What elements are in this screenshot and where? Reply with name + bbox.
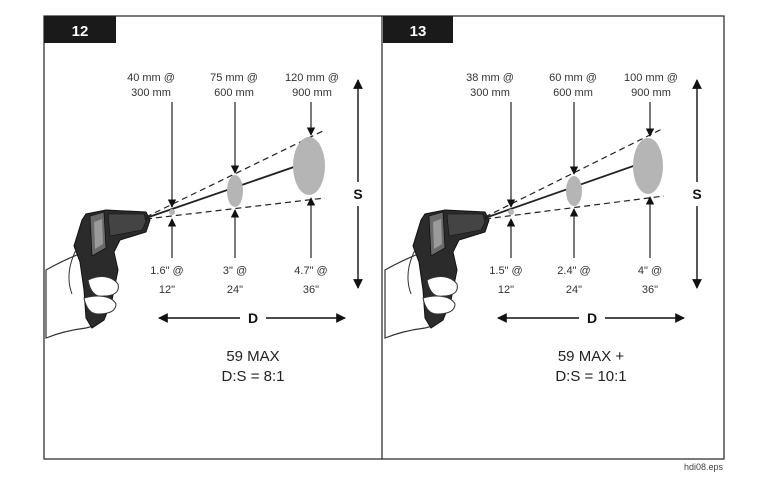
top-label-2-line1: 60 mm @ [549,72,597,84]
thermometer-illustration [384,209,490,339]
top-label-1-line2: 300 mm [470,87,510,99]
bottom-label-3-line2: 36" [303,284,319,296]
top-label-1-line1: 38 mm @ [466,72,514,84]
panel-number-badge [383,16,453,43]
spot-small [508,209,514,215]
top-label-3-line2: 900 mm [292,87,332,99]
bottom-label-1-line2: 12" [498,284,514,296]
beam-lower-edge [145,197,326,220]
bottom-label-1-line1: 1.5" @ [489,265,522,277]
panel-number-badge [44,16,116,43]
top-label-3-line2: 900 mm [631,87,671,99]
bottom-label-1-line2: 12" [159,284,175,296]
bottom-label-3-line1: 4.7" @ [294,265,327,277]
ds-ratio: D:S = 8:1 [222,368,285,385]
spot-medium [566,176,582,206]
file-reference: hdi08.eps [684,462,724,472]
panel-12: 12 40 mm @ 300 mm 75 mm @ 600 mm 120 mm … [44,16,363,385]
top-label-3-line1: 120 mm @ [285,72,339,84]
bottom-label-2-line1: 2.4" @ [557,265,590,277]
bottom-label-3-line1: 4" @ [638,265,662,277]
thermometer-illustration [45,209,151,339]
spot-size-label: S [692,186,701,202]
spot-small [169,209,175,215]
bottom-label-1-line1: 1.6" @ [150,265,183,277]
panel-number: 12 [72,23,89,40]
top-label-3-line1: 100 mm @ [624,72,678,84]
bottom-label-2-line1: 3" @ [223,265,247,277]
top-label-1-line1: 40 mm @ [127,72,175,84]
model-name: 59 MAX + [558,348,625,365]
top-label-1-line2: 300 mm [131,87,171,99]
panel-number: 13 [410,23,427,40]
distance-label: D [587,310,597,326]
panel-13: 13 38 mm @ 300 mm 60 mm @ 600 mm 100 mm … [383,16,702,385]
spot-size-label: S [353,186,362,202]
spot-large [633,138,663,194]
bottom-label-2-line2: 24" [566,284,582,296]
top-label-2-line2: 600 mm [553,87,593,99]
ds-ratio: D:S = 10:1 [555,368,626,385]
bottom-label-3-line2: 36" [642,284,658,296]
spot-medium [227,175,243,207]
top-label-2-line2: 600 mm [214,87,254,99]
beam-lower-edge [484,195,665,220]
model-name: 59 MAX [226,348,279,365]
distance-label: D [248,310,258,326]
spot-large [293,137,325,195]
top-label-2-line1: 75 mm @ [210,72,258,84]
bottom-label-2-line2: 24" [227,284,243,296]
